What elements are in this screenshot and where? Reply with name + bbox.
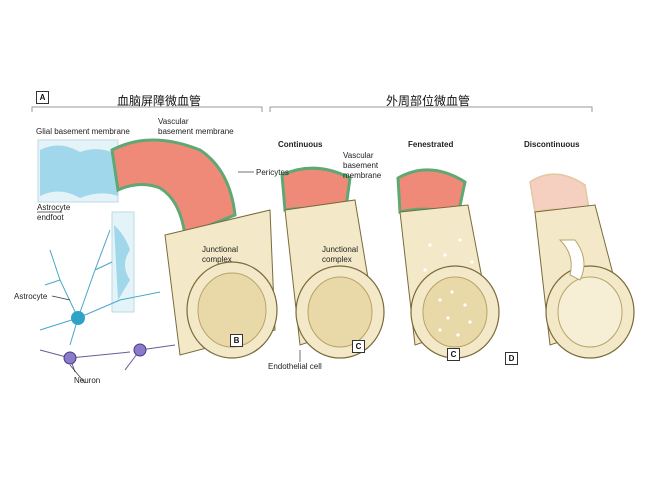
callout-c-fenestrated: C <box>447 348 460 361</box>
continuous-lumen <box>307 276 373 348</box>
label-neuron: Neuron <box>74 376 101 385</box>
bbb-lumen <box>197 272 267 348</box>
label-vbm2-line1: Vascular <box>343 151 374 160</box>
discontinuous-gap <box>558 239 585 281</box>
label-junctional-2-line2: complex <box>322 255 352 264</box>
label-vascular-bm-line2: basement membrane <box>158 127 234 136</box>
callout-b: B <box>230 334 243 347</box>
label-astrocyte: Astrocyte <box>14 292 48 301</box>
neuron-processes <box>39 344 176 373</box>
peripheral-header: 外周部位微血管 <box>386 94 471 108</box>
callout-d: D <box>505 352 518 365</box>
astrocyte-process <box>114 225 130 300</box>
callout-c-continuous: C <box>352 340 365 353</box>
astrocyte-processes <box>39 229 161 346</box>
bbb-header: 血脑屏障微血管 <box>117 94 202 108</box>
label-continuous: Continuous <box>278 140 323 149</box>
label-astrocyte-endfoot-line1: Astrocyte <box>37 203 71 212</box>
label-junctional-2-line1: Junctional <box>322 245 359 254</box>
bbb-vessel-curve <box>110 138 237 238</box>
fenestrated-lumen <box>422 276 488 348</box>
neuron-cell-body-2 <box>133 343 147 357</box>
leader-lines <box>37 171 301 384</box>
label-endothelial-cell: Endothelial cell <box>268 362 322 371</box>
bbb-bracket <box>31 106 263 112</box>
neuron-cell-body-1 <box>63 351 77 365</box>
discontinuous-lumen <box>557 276 623 348</box>
astrocyte-cell-body <box>71 311 85 325</box>
label-vbm2-line2: basement <box>343 161 379 170</box>
label-junctional-1-line1: Junctional <box>202 245 239 254</box>
label-discontinuous: Discontinuous <box>524 140 580 149</box>
label-fenestrated: Fenestrated <box>408 140 454 149</box>
fenestrated-vessel-top <box>396 168 467 217</box>
panel-label: A <box>36 91 49 104</box>
peripheral-bracket <box>269 106 593 112</box>
astrocyte-endfoot-shape <box>40 145 118 198</box>
fenestrae-dots <box>423 238 474 337</box>
label-astrocyte-endfoot-line2: endfoot <box>37 213 64 222</box>
label-vascular-bm-line1: Vascular <box>158 117 189 126</box>
label-junctional-1-line2: complex <box>202 255 232 264</box>
label-glial-basement-membrane: Glial basement membrane <box>36 127 130 136</box>
label-pericytes: Pericytes <box>256 168 289 177</box>
label-vbm2-line3: membrane <box>343 171 382 180</box>
